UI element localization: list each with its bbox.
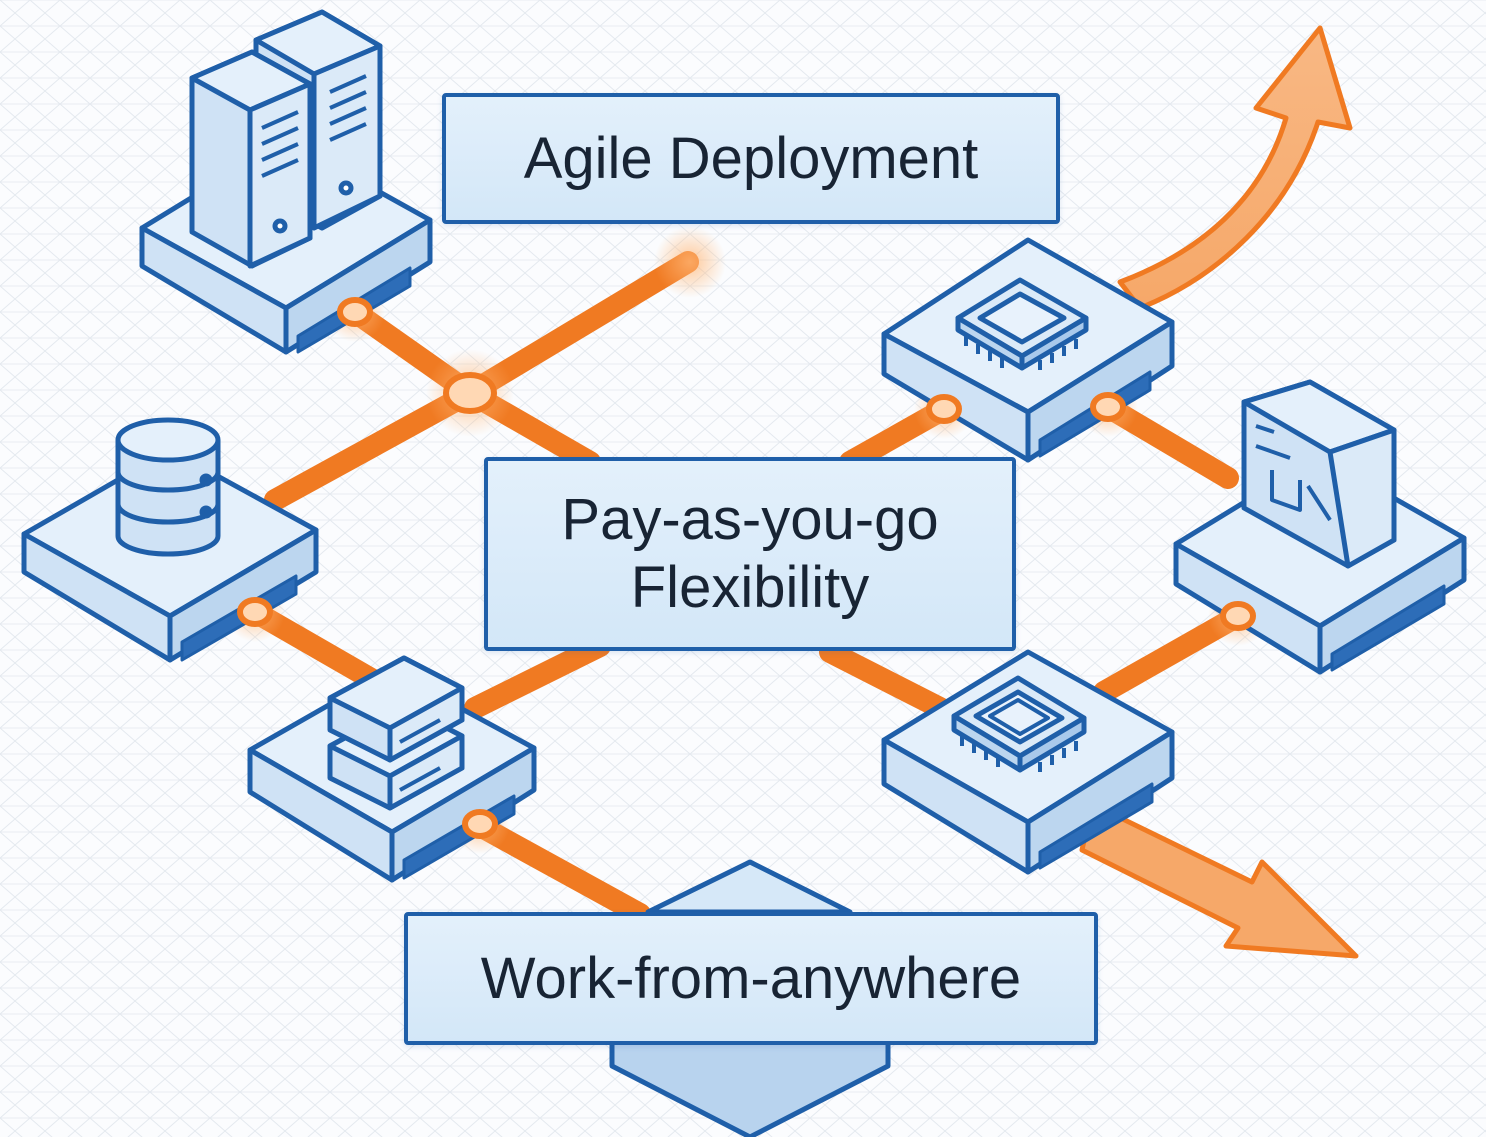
- node-database: [237, 597, 273, 627]
- application-window-icon: [1241, 379, 1397, 569]
- work-from-anywhere-text: Work-from-anywhere: [480, 946, 1022, 1011]
- link-center-to-chip-bottom: [819, 641, 951, 719]
- cpu-chip-icon: [955, 277, 1089, 371]
- connection-nodes: [237, 297, 1256, 839]
- link-drives-to-center: [464, 635, 611, 719]
- database-icon: [115, 417, 221, 557]
- stacked-drives-device: [247, 655, 537, 883]
- pay-as-you-go-label: Pay-as-you-go Flexibility: [484, 457, 1016, 651]
- server-tower-device: [139, 9, 433, 355]
- pay-as-you-go-text-line2: Flexibility: [630, 555, 870, 620]
- node-chip-top-left: [926, 394, 962, 424]
- link-drives-to-bottom: [469, 815, 651, 925]
- work-from-anywhere-label: Work-from-anywhere: [404, 912, 1098, 1045]
- bottom-platform: [609, 859, 891, 1137]
- application-device: [1173, 379, 1467, 675]
- server-tower-icon: [189, 9, 383, 269]
- stacked-drives-icon: [327, 655, 465, 811]
- cpu-chip-icon: [951, 675, 1087, 773]
- node-app: [1220, 601, 1256, 631]
- node-chip-top-right: [1090, 392, 1126, 422]
- cpu-chip-bottom-device: [881, 649, 1175, 875]
- outbound-arrow-icon: [1079, 801, 1359, 959]
- pay-as-you-go-text-line1: Pay-as-you-go: [561, 486, 939, 552]
- node-drives: [462, 809, 498, 839]
- node-server: [337, 297, 373, 327]
- database-device: [21, 417, 319, 663]
- growth-arrow-icon: [1117, 25, 1353, 311]
- node-hub: [443, 372, 497, 414]
- agile-deployment-text: Agile Deployment: [523, 126, 979, 191]
- agile-deployment-label: Agile Deployment: [442, 93, 1060, 224]
- cpu-chip-top-device: [881, 237, 1175, 463]
